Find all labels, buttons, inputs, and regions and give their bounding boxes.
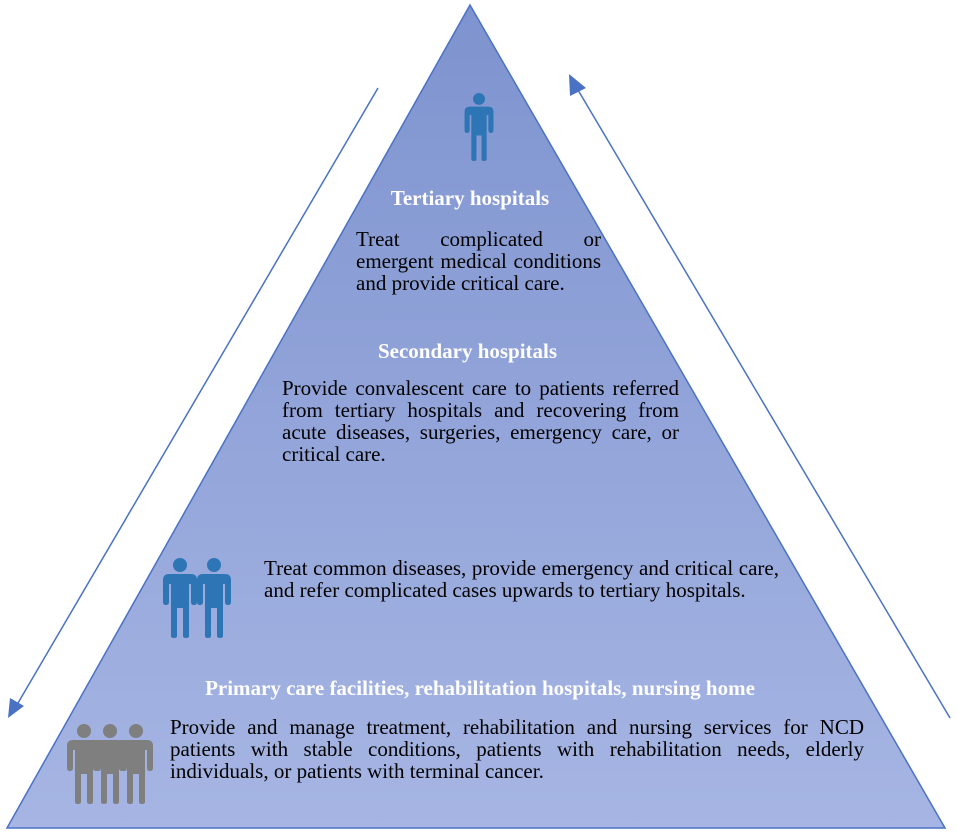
upward-referral-arrow [569, 74, 951, 719]
secondary-common-diseases-text: Treat common diseases, provide emergency… [264, 556, 779, 602]
secondary-description: Provide convalescent care to patients re… [282, 376, 679, 466]
primary-description: Provide and manage treatment, rehabilita… [170, 715, 864, 783]
pyramid-triangle [5, 3, 947, 829]
tertiary-heading: Tertiary hospitals [390, 186, 550, 210]
primary-heading: Primary care facilities, rehabilitation … [205, 676, 755, 700]
downward-referral-arrow [8, 87, 379, 718]
secondary-heading: Secondary hospitals [377, 339, 558, 363]
tertiary-description: Treat complicated or emergent medical co… [356, 228, 601, 295]
